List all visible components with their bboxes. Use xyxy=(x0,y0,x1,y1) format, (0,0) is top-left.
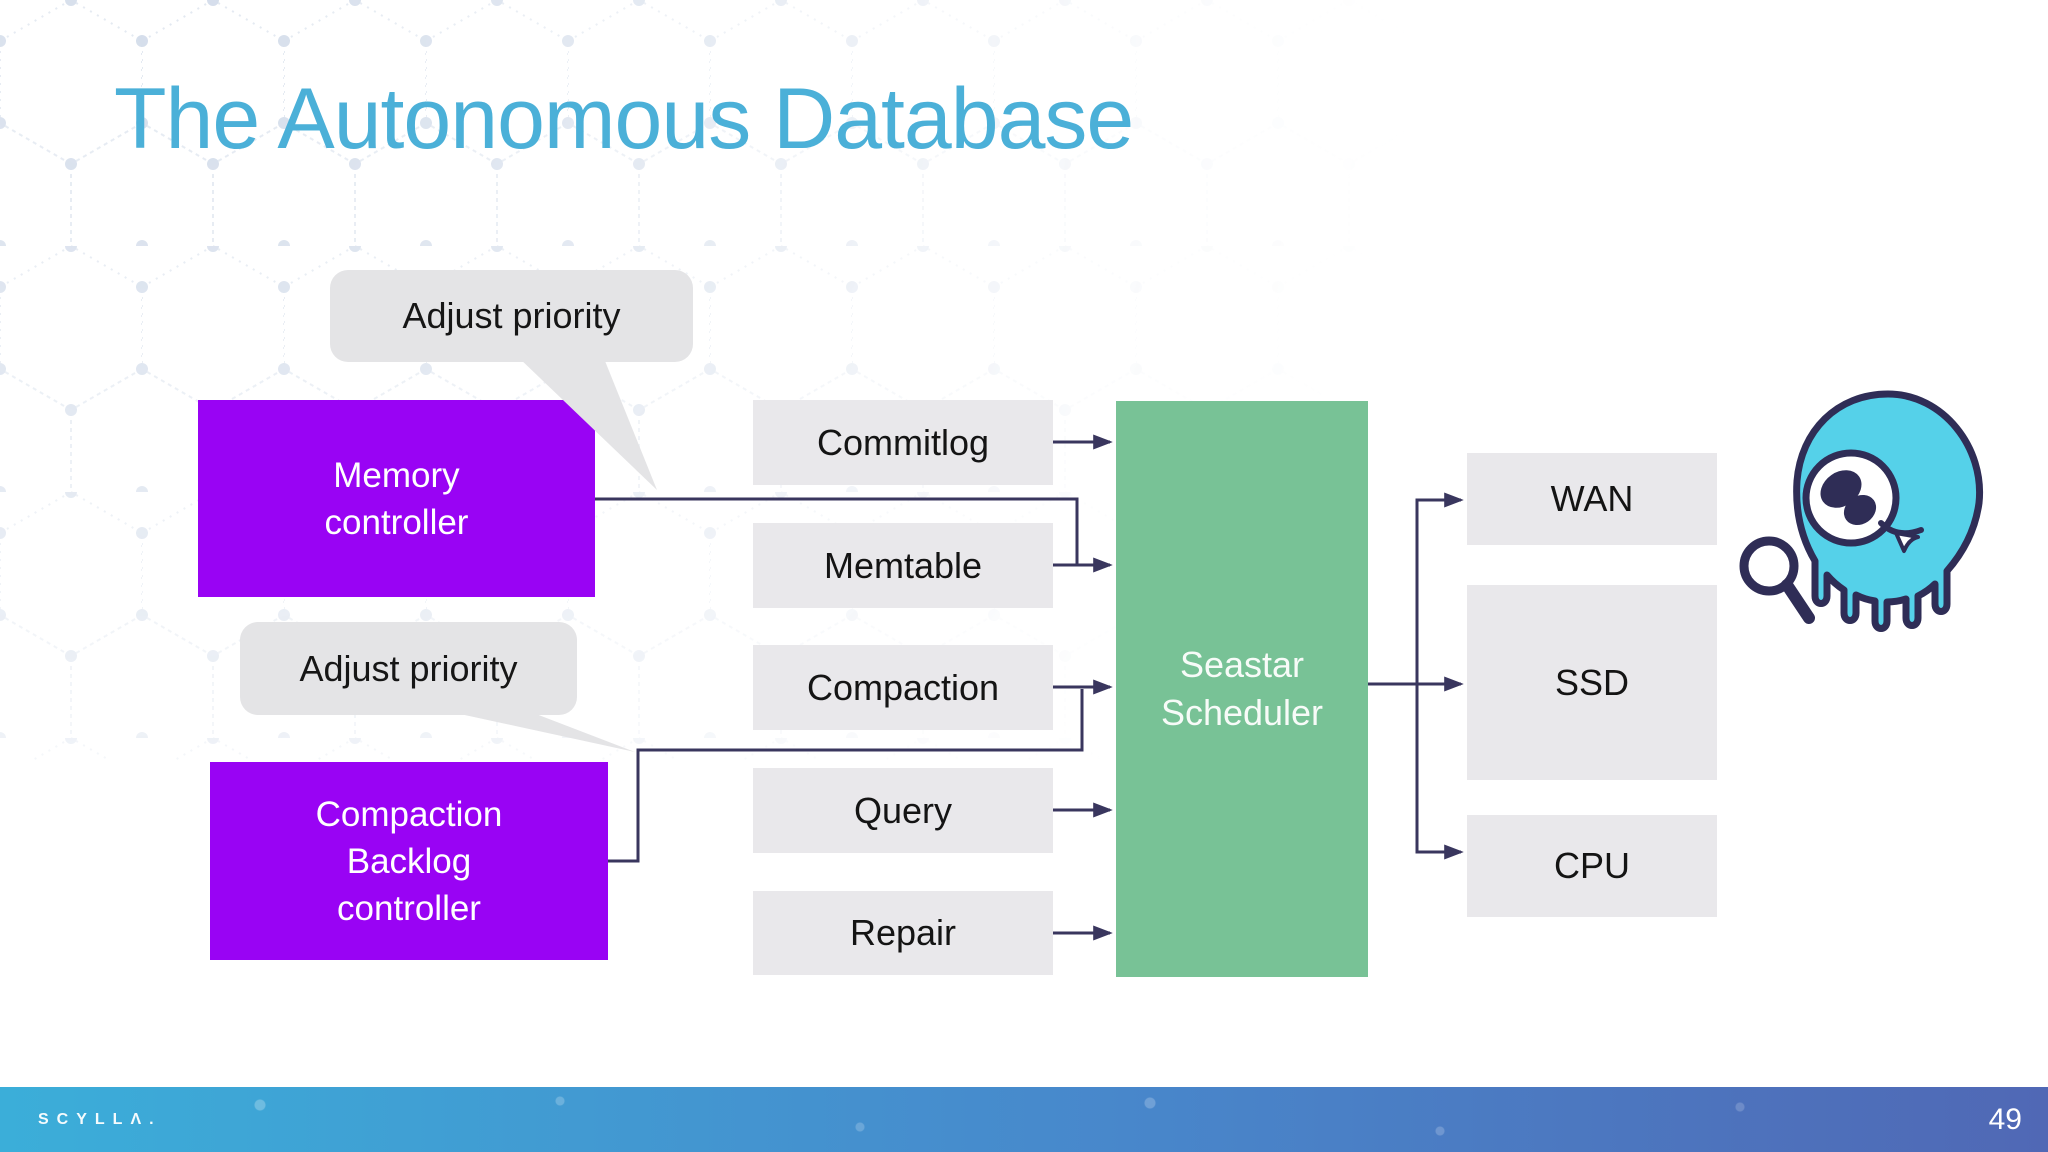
commitlog-label: Commitlog xyxy=(816,421,990,463)
resource-box-wan: WAN xyxy=(1467,453,1717,545)
query-label: Query xyxy=(853,789,953,831)
adjust-priority-label-2: Adjust priority xyxy=(299,647,518,689)
cpu-label: CPU xyxy=(1553,845,1630,886)
scylla-mascot xyxy=(1739,390,1984,632)
queue-box-query: Query xyxy=(753,768,1053,853)
mascot-body xyxy=(1793,390,1984,632)
adjust-priority-label-1: Adjust priority xyxy=(402,295,621,336)
queue-box-commitlog: Commitlog xyxy=(753,400,1053,485)
queue-box-repair: Repair xyxy=(753,891,1053,975)
seastar-scheduler-box: Seastar Scheduler xyxy=(1116,401,1368,977)
seastar-scheduler-label: Seastar Scheduler xyxy=(1160,644,1324,733)
queue-box-compaction: Compaction xyxy=(753,645,1053,730)
brand-wordmark: SCYLLΛ. xyxy=(38,1110,162,1128)
callout-tail-2 xyxy=(437,709,635,752)
page-number: 49 xyxy=(1988,1102,2022,1136)
compaction-backlog-controller-label: Compaction Backlog controller xyxy=(315,794,503,928)
memtable-label: Memtable xyxy=(823,544,983,586)
resource-box-ssd: SSD xyxy=(1467,585,1717,780)
repair-label: Repair xyxy=(849,912,957,953)
page-title: The Autonomous Database xyxy=(114,71,1134,167)
edge-scheduler-to-cpu xyxy=(1415,684,1464,860)
ssd-label: SSD xyxy=(1554,661,1630,703)
compaction-backlog-controller-box: Compaction Backlog controller xyxy=(210,762,608,960)
magnifier-icon xyxy=(1739,536,1815,624)
wan-label: WAN xyxy=(1550,478,1634,519)
adjust-priority-callout-2: Adjust priority xyxy=(240,622,577,715)
edge-scheduler-to-wan xyxy=(1415,492,1464,684)
compaction-label: Compaction xyxy=(806,666,1000,708)
memory-controller-label: Memory controller xyxy=(324,455,469,542)
mascot-pupil xyxy=(1820,470,1877,526)
queue-box-memtable: Memtable xyxy=(753,523,1053,608)
footer-bar xyxy=(0,1087,2048,1152)
adjust-priority-callout-1: Adjust priority xyxy=(330,270,693,362)
memory-controller-box: Memory controller xyxy=(198,400,595,597)
resource-box-cpu: CPU xyxy=(1467,815,1717,917)
mascot-tooth xyxy=(1894,531,1920,553)
